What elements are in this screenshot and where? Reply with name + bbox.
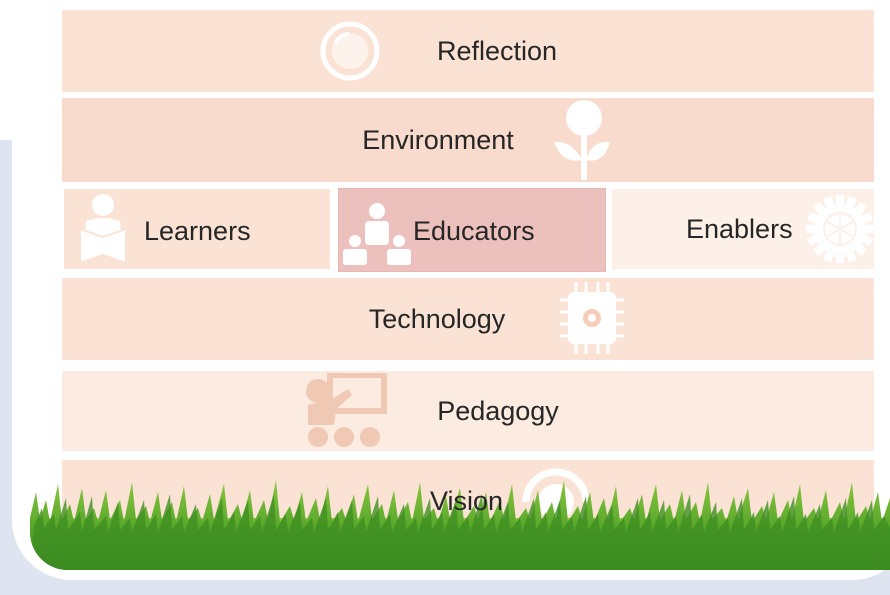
technology-layer: Technology [62,278,874,360]
lens-icon [320,21,380,81]
reflection-layer: Reflection [62,10,874,92]
teacher-icon [343,203,411,265]
pedagogy-label: Pedagogy [437,395,559,426]
plant-icon [554,100,610,180]
environment-layer: Environment [62,98,874,182]
grass-illustration [30,480,890,570]
gear-icon [806,195,874,263]
learners-cell: Learners [64,189,330,269]
vision-label: Vision [430,486,504,516]
environment-label: Environment [362,124,514,155]
enablers-cell: Enablers [612,189,874,269]
chip-icon [560,282,624,354]
reflection-label: Reflection [436,35,558,66]
reader-icon [79,194,127,265]
technology-label: Technology [368,303,506,334]
educators-label: Educators [413,216,535,246]
educators-cell: Educators [338,188,606,272]
learners-label: Learners [144,216,251,246]
presentation-icon [306,373,387,447]
pedagogy-layer: Pedagogy [62,371,874,451]
enablers-label: Enablers [686,214,793,244]
